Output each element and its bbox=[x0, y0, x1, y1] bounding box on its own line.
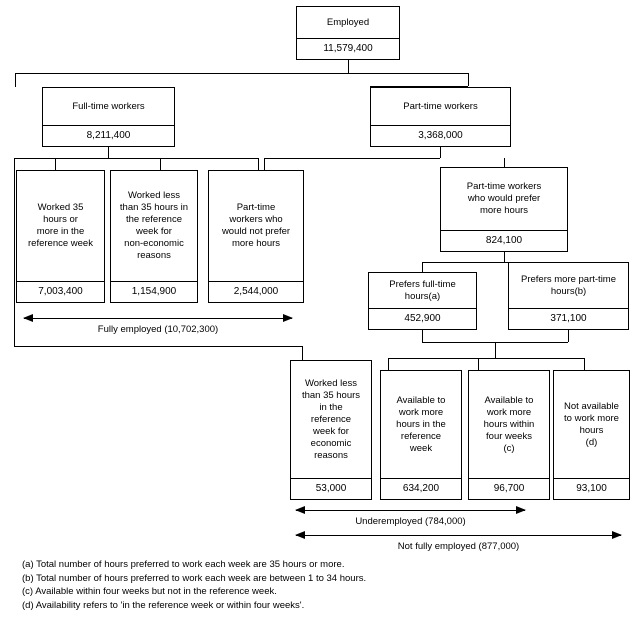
node-not-available[interactable]: Not available to work more hours (d) 93,… bbox=[553, 370, 630, 500]
node-part-time-prefer-more-value: 824,100 bbox=[441, 230, 567, 251]
node-part-time-workers[interactable]: Part-time workers 3,368,000 bbox=[370, 87, 511, 147]
node-employed-label: Employed bbox=[326, 16, 370, 28]
node-worked-35-plus-label: Worked 35 hours or more in the reference… bbox=[28, 202, 93, 249]
connector-fulltime-down bbox=[108, 147, 109, 158]
bracket-not-fully-employed-arrow bbox=[295, 531, 622, 539]
node-worked-less-non-economic[interactable]: Worked less than 35 hours in the referen… bbox=[110, 170, 198, 303]
node-prefers-full-time-hours-label: Prefers full-time hours(a) bbox=[389, 278, 456, 302]
node-employed[interactable]: Employed 11,579,400 bbox=[296, 6, 400, 60]
connector-parttime-bar bbox=[370, 86, 468, 87]
node-part-time-not-prefer-label: Part-time workers who would not prefer m… bbox=[221, 202, 291, 249]
node-available-four-weeks[interactable]: Available to work more hours within four… bbox=[468, 370, 550, 500]
node-part-time-prefer-more-label: Part-time workers who would prefer more … bbox=[466, 181, 542, 216]
node-available-reference-week-value: 634,200 bbox=[381, 478, 461, 499]
node-part-time-not-prefer-value: 2,544,000 bbox=[209, 281, 303, 302]
node-employed-value: 11,579,400 bbox=[297, 38, 399, 59]
node-worked-less-economic[interactable]: Worked less than 35 hours in the referen… bbox=[290, 360, 372, 500]
connector-availrefweek-drop bbox=[388, 358, 389, 370]
connector-econ-drop bbox=[302, 346, 303, 360]
node-worked-35-plus-value: 7,003,400 bbox=[17, 281, 104, 302]
node-prefers-full-time-hours[interactable]: Prefers full-time hours(a) 452,900 bbox=[368, 272, 477, 330]
node-prefers-more-part-time-hours[interactable]: Prefers more part-time hours(b) 371,100 bbox=[508, 262, 629, 330]
bracket-not-fully-employed-label: Not fully employed (877,000) bbox=[397, 541, 520, 552]
connector-availability-center-drop bbox=[495, 342, 496, 358]
bracket-underemployed-arrow bbox=[295, 506, 526, 514]
node-worked-less-non-economic-label: Worked less than 35 hours in the referen… bbox=[119, 190, 189, 261]
connector-level1-right-step bbox=[468, 73, 469, 86]
footnote-d: (d) Availability refers to 'in the refer… bbox=[22, 599, 305, 611]
bracket-fully-employed-arrow bbox=[23, 314, 293, 322]
node-prefers-more-part-time-hours-value: 371,100 bbox=[509, 308, 628, 329]
node-part-time-workers-value: 3,368,000 bbox=[371, 125, 510, 146]
connector-prefersft-drop bbox=[422, 262, 423, 272]
node-full-time-workers[interactable]: Full-time workers 8,211,400 bbox=[42, 87, 175, 147]
node-available-four-weeks-value: 96,700 bbox=[469, 478, 549, 499]
connector-nonecon-drop bbox=[160, 158, 161, 170]
node-not-available-label: Not available to work more hours (d) bbox=[564, 400, 619, 448]
node-part-time-prefer-more[interactable]: Part-time workers who would prefer more … bbox=[440, 167, 568, 252]
footnote-b: (b) Total number of hours preferred to w… bbox=[22, 572, 367, 584]
node-part-time-not-prefer[interactable]: Part-time workers who would not prefer m… bbox=[208, 170, 304, 303]
connector-parttime-left-drop bbox=[264, 158, 265, 170]
node-worked-less-economic-value: 53,000 bbox=[291, 478, 371, 499]
connector-ptprefer-down bbox=[504, 252, 505, 262]
node-full-time-workers-label: Full-time workers bbox=[72, 100, 145, 112]
connector-prefersft-down bbox=[422, 330, 423, 342]
connector-parttime-down bbox=[440, 147, 441, 158]
node-prefers-full-time-hours-value: 452,900 bbox=[369, 308, 476, 329]
connector-econ-leftrail bbox=[14, 158, 15, 346]
footnote-a: (a) Total number of hours preferred to w… bbox=[22, 559, 345, 570]
connector-worked35-drop bbox=[55, 158, 56, 170]
footnotes: (a) Total number of hours preferred to w… bbox=[22, 558, 622, 612]
connector-fulltime-bar bbox=[14, 158, 258, 159]
node-worked-35-plus[interactable]: Worked 35 hours or more in the reference… bbox=[16, 170, 105, 303]
bracket-fully-employed-label: Fully employed (10,702,300) bbox=[97, 324, 219, 335]
bracket-underemployed-label: Underemployed (784,000) bbox=[355, 516, 466, 527]
connector-preferspt-down bbox=[568, 330, 569, 342]
node-worked-less-economic-label: Worked less than 35 hours in the referen… bbox=[301, 377, 361, 461]
node-not-available-value: 93,100 bbox=[554, 478, 629, 499]
node-available-four-weeks-label: Available to work more hours within four… bbox=[483, 394, 535, 454]
footnote-c: (c) Available within four weeks but not … bbox=[22, 586, 277, 597]
connector-employed-down bbox=[348, 60, 349, 73]
connector-level1-bar bbox=[15, 73, 468, 74]
connector-availfourweeks-drop bbox=[478, 358, 479, 370]
connector-econ-bottomrail bbox=[14, 346, 302, 347]
node-prefers-more-part-time-hours-label: Prefers more part-time hours(b) bbox=[520, 273, 617, 297]
connector-to-parttime bbox=[370, 86, 371, 87]
connector-to-fulltime bbox=[15, 73, 16, 87]
connector-ptprefer-drop bbox=[504, 158, 505, 167]
connector-prefers-bar bbox=[422, 262, 568, 263]
node-available-reference-week[interactable]: Available to work more hours in the refe… bbox=[380, 370, 462, 500]
node-part-time-workers-label: Part-time workers bbox=[403, 100, 478, 112]
node-full-time-workers-value: 8,211,400 bbox=[43, 125, 174, 146]
connector-availability-bar bbox=[388, 358, 584, 359]
connector-notavail-drop bbox=[584, 358, 585, 370]
node-available-reference-week-label: Available to work more hours in the refe… bbox=[396, 394, 446, 454]
node-worked-less-non-economic-value: 1,154,900 bbox=[111, 281, 197, 302]
connector-parttime-split-bar bbox=[264, 158, 440, 159]
connector-ptnotprefer-drop bbox=[258, 158, 259, 170]
